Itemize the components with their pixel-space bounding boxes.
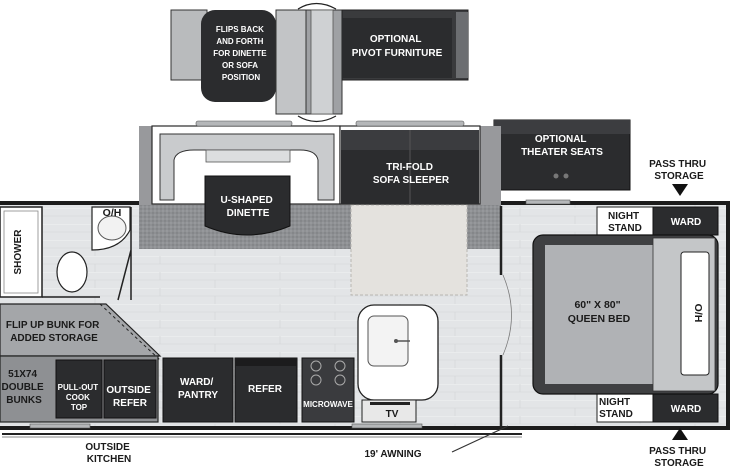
pivot-furniture-label: OPTIONAL PIVOT FURNITURE [352,34,443,59]
sofa-label: TRI-FOLD SOFA SLEEPER [373,162,450,186]
refer-label: REFER [248,384,283,395]
outside-refer-label: OUTSIDE REFER [106,385,153,409]
queen-bed-label: 60" X 80" QUEEN BED [568,299,631,325]
double-bunks-label: 51X74 DOUBLE BUNKS [1,369,46,406]
night-stand-top-label: NIGHT STAND [608,211,642,234]
dinette-label: U-SHAPED DINETTE [220,195,275,219]
bedroom [532,206,719,423]
pass-thru-storage-top-label: PASS THRU STORAGE [649,159,709,182]
kitchen [162,304,439,423]
theater-seats-label: OPTIONAL THEATER SEATS [521,134,603,158]
flip-up-bunk-label: FLIP UP BUNK FOR ADDED STORAGE [6,320,102,344]
optional-theater-seats [493,119,631,191]
flip-note-label: FLIPS BACK AND FORTH FOR DINETTE OR SOFA… [213,25,269,82]
outside-kitchen-label: OUTSIDE KITCHEN [85,442,132,465]
ward-top-label: WARD [671,217,702,228]
tv-label: TV [386,409,399,420]
bed-overhead-label: O/H [692,304,704,323]
bunk-area [0,303,162,423]
awning [2,425,522,453]
bedroom-wall [499,206,512,428]
shower-label: SHOWER [13,229,24,275]
ward-bottom-label: WARD [671,404,702,415]
ward-pantry-label: WARD/ PANTRY [178,377,218,401]
arrow-down-icon [672,184,688,196]
tri-fold-sofa-sleeper [339,120,481,205]
arrow-up-icon [672,428,688,440]
pass-thru-storage-bottom-label: PASS THRU STORAGE [649,446,709,469]
awning-label: 19' AWNING [364,449,421,460]
optional-pivot-furniture [170,2,469,123]
bath-overhead-label: O/H [103,207,122,219]
microwave-label: MICROWAVE [303,400,353,409]
u-shaped-dinette [151,120,341,236]
night-stand-bottom-label: NIGHT STAND [599,397,633,420]
pull-out-cooktop-label: PULL-OUT COOK TOP [58,383,101,412]
exterior-walls [0,199,730,430]
bathroom [0,206,132,301]
